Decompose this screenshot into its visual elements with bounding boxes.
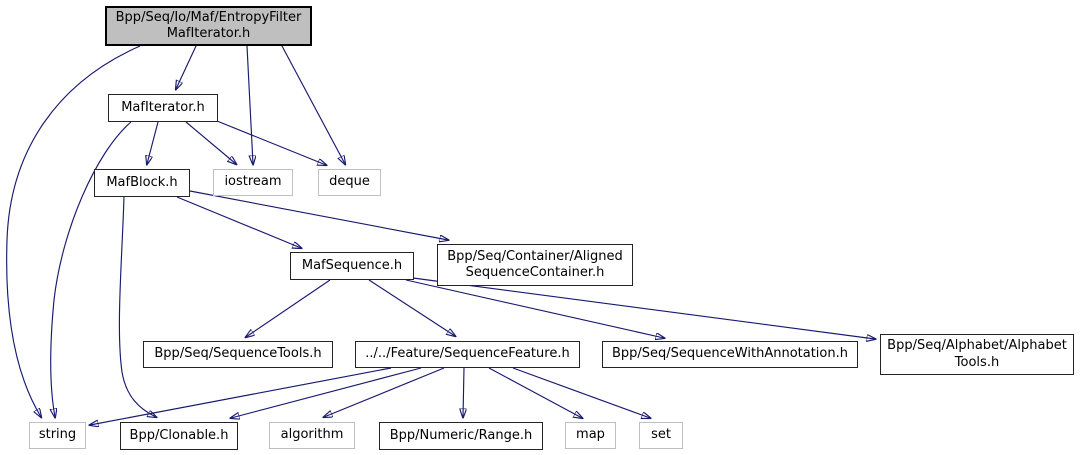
edge-mafsequence-sequencetools <box>246 279 331 337</box>
node-label-line1: Bpp/Seq/Io/Maf/EntropyFilter <box>115 9 302 25</box>
edge-root-string <box>6 45 141 417</box>
node-label-line2: Tools.h <box>954 354 1000 370</box>
node-sequencewithannotation[interactable]: Bpp/Seq/SequenceWithAnnotation.h <box>602 341 858 368</box>
node-label: ../../Feature/SequenceFeature.h <box>365 346 570 362</box>
node-label: map <box>576 427 605 443</box>
node-label: set <box>651 427 671 443</box>
edge-mafsequence-sequencewithannotation <box>405 279 664 338</box>
node-label: Bpp/Seq/SequenceTools.h <box>154 346 322 362</box>
node-clonable[interactable]: Bpp/Clonable.h <box>120 422 238 450</box>
node-map: map <box>565 422 616 449</box>
edge-sequencefeature-range <box>463 367 464 417</box>
node-label: algorithm <box>280 427 344 443</box>
node-iostream: iostream <box>213 169 293 196</box>
edge-sequencefeature-clonable <box>231 367 422 418</box>
edge-root-iostream <box>246 45 253 164</box>
node-label: Bpp/Seq/SequenceWithAnnotation.h <box>612 346 848 362</box>
node-label: MafSequence.h <box>301 257 403 273</box>
node-alignedsequencecontainer[interactable]: Bpp/Seq/Container/Aligned SequenceContai… <box>437 244 633 286</box>
edge-sequencefeature-algorithm <box>324 367 445 417</box>
node-label-line1: Bpp/Seq/Alphabet/Alphabet <box>887 338 1067 354</box>
node-algorithm: algorithm <box>269 422 355 449</box>
node-set: set <box>639 422 683 449</box>
node-entropyfilter-mafiterator: Bpp/Seq/Io/Maf/EntropyFilter MafIterator… <box>105 6 312 46</box>
node-label: deque <box>329 174 370 190</box>
node-label-line1: Bpp/Seq/Container/Aligned <box>447 248 623 264</box>
node-label: MafBlock.h <box>106 174 178 190</box>
edge-mafsequence-sequencefeature <box>368 279 455 336</box>
node-label: iostream <box>224 174 282 190</box>
node-range[interactable]: Bpp/Numeric/Range.h <box>379 422 543 450</box>
edge-mafblock-clonable <box>118 196 156 417</box>
node-string: string <box>29 422 86 449</box>
node-label: MafIterator.h <box>121 99 205 115</box>
edge-mafiterator-deque <box>216 120 326 165</box>
node-deque: deque <box>318 169 381 196</box>
node-label-line2: MafIterator.h <box>166 26 251 41</box>
node-mafsequence[interactable]: MafSequence.h <box>290 252 414 280</box>
node-sequencetools[interactable]: Bpp/Seq/SequenceTools.h <box>143 341 333 368</box>
edge-root-deque <box>281 45 345 164</box>
node-label: Bpp/Numeric/Range.h <box>389 427 533 443</box>
node-label-line2: SequenceContainer.h <box>465 265 605 280</box>
edge-mafiterator-mafblock <box>147 121 159 164</box>
edge-mafiterator-string <box>51 121 132 417</box>
edge-sequencefeature-string <box>90 367 392 425</box>
edge-root-mafiterator <box>176 45 197 89</box>
node-label: Bpp/Clonable.h <box>129 427 229 443</box>
edge-sequencefeature-set <box>512 367 650 418</box>
node-mafblock[interactable]: MafBlock.h <box>94 169 190 197</box>
node-alphabettools[interactable]: Bpp/Seq/Alphabet/Alphabet Tools.h <box>880 334 1074 375</box>
edge-sequencefeature-map <box>488 367 582 418</box>
edge-mafblock-alignedcontainer <box>189 190 448 240</box>
edge-mafiterator-iostream <box>185 121 236 164</box>
edge-mafsequence-alphabettools <box>412 277 875 339</box>
node-label: string <box>38 427 77 443</box>
node-mafiterator[interactable]: MafIterator.h <box>108 94 218 122</box>
node-sequencefeature[interactable]: ../../Feature/SequenceFeature.h <box>355 341 580 368</box>
edge-mafblock-mafsequence <box>176 196 301 248</box>
